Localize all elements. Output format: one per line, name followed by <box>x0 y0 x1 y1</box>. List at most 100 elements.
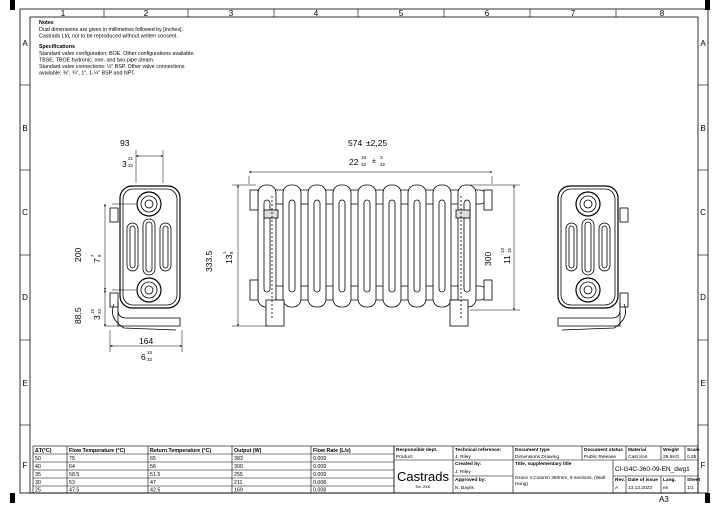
castrads-logo-sub: Est. 2006 <box>416 485 431 489</box>
notes-line: Dual dimensions are given in millimetres… <box>39 27 183 33</box>
lang-value: en <box>663 486 669 491</box>
table-cell: 25 <box>35 488 41 494</box>
row-label: B <box>22 124 27 133</box>
row-label: F <box>701 461 706 470</box>
side-depth-den: 32 <box>128 163 134 168</box>
row-label: C <box>22 208 28 217</box>
table-cell: 255 <box>234 472 243 478</box>
table-cell: 0.008 <box>313 480 326 486</box>
lang-label: Lang. <box>663 477 676 483</box>
bracket-height-mm: 300 <box>483 252 493 266</box>
row-label: D <box>22 293 28 302</box>
table-cell: 65 <box>150 456 156 462</box>
height-den: 8 <box>229 251 234 254</box>
col-label: 6 <box>485 9 490 18</box>
notes-line: Castrads Ltd, not to be reproduced witho… <box>39 34 178 40</box>
specs-heading: Specifications <box>39 44 75 50</box>
doc-status-value: Public Release <box>584 454 616 460</box>
specs-line: Standard valve connections: ½" BSP. Othe… <box>39 63 185 70</box>
table-cell: 64 <box>69 464 75 470</box>
length-tol-sign: ± <box>372 158 376 165</box>
material-value: Cast Iron <box>628 454 648 460</box>
side-view-left-labels: 93 3 21 32 200 7 7 8 88.5 3 15 32 164 6 … <box>73 138 153 362</box>
table-cell: 0.009 <box>313 456 326 462</box>
col-label: 4 <box>314 9 319 18</box>
base-depth-num: 15 <box>147 350 153 355</box>
length-mm: 574 <box>348 138 362 148</box>
table-cell: 40 <box>35 464 41 470</box>
row-label: F <box>23 461 28 470</box>
table-header: Output (W) <box>234 448 262 454</box>
col-label: 8 <box>660 9 665 18</box>
radiator-columns <box>257 184 477 308</box>
length-inch: 22 <box>349 157 359 167</box>
table-cell: 300 <box>234 464 243 470</box>
row-label: D <box>700 293 706 302</box>
table-cell: 47 <box>150 480 156 486</box>
document-number: CI-G4C-360-09-EN_dwg1 <box>615 466 690 473</box>
approved-label: Approved by: <box>455 477 486 483</box>
table-header: Flow Rate (L/s) <box>313 448 351 454</box>
front-view-dimensions <box>232 171 520 327</box>
castrads-logo: Castrads <box>397 469 450 484</box>
col-label: 1 <box>61 9 66 18</box>
responsible-label: Responsible dept. <box>396 447 437 453</box>
table-cell: 0.008 <box>313 488 326 494</box>
table-header: Flow Temperature (°C) <box>69 448 125 454</box>
doc-status-label: Document status <box>584 447 623 453</box>
length-den: 32 <box>361 162 367 167</box>
base-depth-inch: 6 <box>141 352 146 362</box>
pipe-height-mm: 88.5 <box>73 307 83 324</box>
table-cell: 0.009 <box>313 472 326 478</box>
doc-type-value: Dimensions Drawing <box>515 454 559 460</box>
table-cell: 75 <box>69 456 75 462</box>
side-view-left-dimensions <box>104 150 183 352</box>
title-block: Responsible dept. Product Technical refe… <box>393 445 700 504</box>
pipe-height-den: 32 <box>97 308 102 314</box>
scale-value: 0.25 <box>687 454 697 460</box>
sheet-label: Sheet <box>687 477 700 483</box>
title-line: Hung) <box>515 481 528 487</box>
length-tol-den: 32 <box>380 162 386 167</box>
side-depth-mm: 93 <box>120 138 130 148</box>
base-depth-mm: 164 <box>139 336 153 346</box>
table-cell: 211 <box>234 480 242 486</box>
pipe-centres-inch: 7 <box>92 258 102 263</box>
table-header: Return Temperature (°C) <box>150 448 211 454</box>
rev-label: Rev. <box>615 477 625 483</box>
front-view-labels: 574 ±2,25 22 19 32 ± 3 32 333.5 13 1 8 3… <box>204 138 512 272</box>
created-label: Created by: <box>455 461 482 467</box>
table-cell: 169 <box>234 488 243 494</box>
side-depth-num: 21 <box>128 156 134 161</box>
technical-label: Technical reference: <box>455 447 502 453</box>
bracket-height-den: 16 <box>507 247 512 253</box>
length-tolerance-mm: ±2,25 <box>366 138 387 148</box>
table-cell: 50 <box>35 456 41 462</box>
sheet-value: 1/1 <box>687 485 694 491</box>
row-label: A <box>22 39 28 48</box>
table-cell: 30 <box>35 480 41 486</box>
specs-line: Standard valve configuration; BOE. Other… <box>39 51 195 57</box>
bracket-height-num: 13 <box>500 247 505 253</box>
bracket-height-inch: 11 <box>502 255 512 264</box>
length-num: 19 <box>361 155 367 160</box>
specs-line: TBSE, TBOE hydronic, one- and two-pipe s… <box>39 58 154 64</box>
col-label: 3 <box>229 9 234 18</box>
performance-table: ΔT(°C) Flow Temperature (°C) Return Temp… <box>32 445 395 494</box>
notes-heading: Notes <box>39 20 54 26</box>
table-cell: 383 <box>234 456 243 462</box>
notes-block: Notes Dual dimensions are given in milli… <box>39 20 195 77</box>
pipe-height-inch: 3 <box>92 315 102 320</box>
doc-type-label: Document type <box>515 447 550 453</box>
responsible-value: Product <box>396 454 413 460</box>
row-label: A <box>700 39 706 48</box>
created-value: J. Riley <box>455 469 471 475</box>
rev-value: A <box>615 485 619 491</box>
weight-label: Weight <box>663 447 679 453</box>
table-cell: 53 <box>69 480 75 486</box>
col-label: 2 <box>144 9 149 18</box>
table-cell: 0.009 <box>313 464 326 470</box>
height-num: 1 <box>222 251 227 254</box>
row-label: B <box>700 124 705 133</box>
